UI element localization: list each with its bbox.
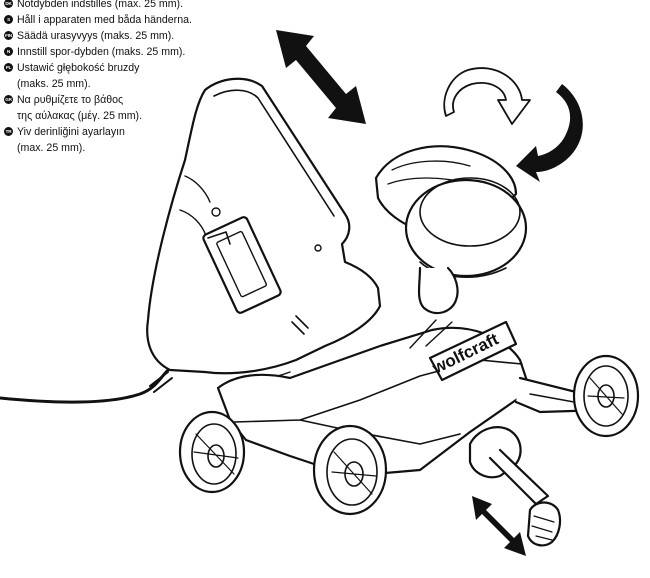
router-bit <box>468 426 562 547</box>
instruction-gr: GR Να ρυθμίζετε το βάθος <box>4 92 264 108</box>
instruction-text: Να ρυθμίζετε το βάθος <box>17 94 124 106</box>
wheel-front-right <box>312 424 388 516</box>
rotate-arrow-outline-icon <box>443 67 531 125</box>
instruction-dk: DK Notdybden indstilles (max. 25 mm). <box>4 0 264 12</box>
instruction-text: Yiv derinliğini ayarlayın <box>17 126 125 138</box>
instruction-s: S Håll i apparaten med båda händerna. <box>4 12 264 28</box>
brand-plate <box>428 320 518 382</box>
double-arrow-depth-icon <box>472 496 526 556</box>
instruction-text: Ustawić głębokość bruzdy <box>17 62 140 74</box>
wheel-rear <box>572 354 640 438</box>
instruction-text: Säädä urasyvyys (maks. 25 mm). <box>17 30 175 42</box>
language-badge-n: N <box>4 47 13 56</box>
depth-adjust-knob <box>404 178 528 278</box>
instruction-text-continued: της αύλακας (μέγ. 25 mm). <box>17 110 143 122</box>
motor-head <box>374 145 528 315</box>
instruction-tr: TR Yiv derinliğini ayarlayın <box>4 124 264 140</box>
instruction-gr-continued: της αύλακας (μέγ. 25 mm). <box>4 108 264 124</box>
double-arrow-icon <box>276 30 366 124</box>
language-badge-gr: GR <box>4 95 13 104</box>
rotate-arrow-solid-icon <box>516 84 583 182</box>
language-badge-pl: PL <box>4 63 13 72</box>
instruction-pl: PL Ustawić głębokość bruzdy <box>4 60 264 76</box>
instruction-tr-continued: (max. 25 mm). <box>4 140 264 156</box>
instruction-fin: FIN Säädä urasyvyys (maks. 25 mm). <box>4 28 264 44</box>
language-badge-s: S <box>4 15 13 24</box>
instruction-text-continued: (max. 25 mm). <box>17 142 86 154</box>
instruction-pl-continued: (maks. 25 mm). <box>4 76 264 92</box>
wheel-front-left <box>178 410 246 494</box>
instruction-text: Håll i apparaten med båda händerna. <box>17 14 192 26</box>
instruction-text: Innstill spor-dybden (maks. 25 mm). <box>17 46 186 58</box>
instruction-n: N Innstill spor-dybden (maks. 25 mm). <box>4 44 264 60</box>
instruction-text: Notdybden indstilles (max. 25 mm). <box>17 0 184 10</box>
instruction-list: DK Notdybden indstilles (max. 25 mm). S … <box>4 0 264 156</box>
cord-strain-relief <box>149 371 173 393</box>
instruction-text-continued: (maks. 25 mm). <box>17 78 91 90</box>
power-cord <box>0 368 170 404</box>
language-badge-dk: DK <box>4 0 13 8</box>
drill-body <box>146 77 382 379</box>
language-badge-tr: TR <box>4 127 13 136</box>
language-badge-fin: FIN <box>4 31 13 40</box>
